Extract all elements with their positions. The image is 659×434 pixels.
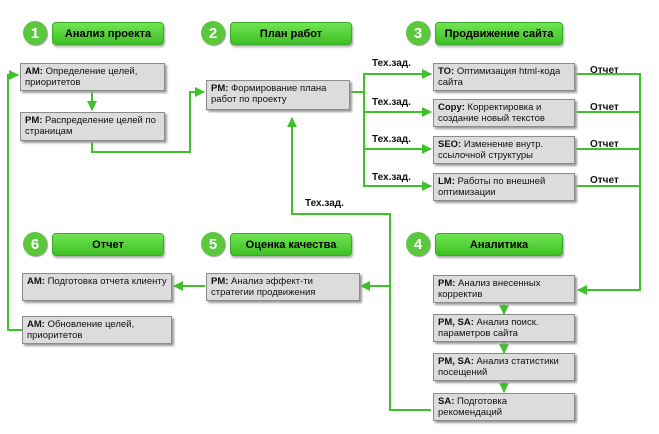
phase-5-number: 5	[201, 232, 225, 256]
task-role: Copy:	[438, 102, 465, 113]
phase-6-number: 6	[23, 232, 47, 256]
phase-2-title: План работ	[230, 22, 352, 45]
task-to-html: TO: Оптимизация html-кода сайта	[433, 63, 575, 91]
task-role: PM, SA:	[438, 317, 474, 328]
task-sa-recommend: SA: Подготовка рекомендаций	[433, 393, 575, 421]
edge-label-techzad-seo: Тех.зад.	[372, 134, 411, 145]
edge-label-report-seo: Отчет	[590, 139, 619, 150]
task-pm-sa-stats: PM, SA: Анализ статистики посещений	[433, 353, 575, 381]
edge-label-report-copy: Отчет	[590, 102, 619, 113]
phase-6-title: Отчет	[52, 233, 164, 256]
edge-label-report-lm: Отчет	[590, 175, 619, 186]
edge-label-techzad-to: Тех.зад.	[372, 58, 411, 69]
task-am-update: AM: Обновление целей, приоритетов	[22, 316, 172, 344]
task-text: Анализ внесенных корректив	[438, 278, 541, 300]
edge-label-techzad-lm: Тех.зад.	[372, 172, 411, 183]
task-role: SEO:	[438, 139, 462, 150]
task-text: Анализ эффект-ти стратегии продвижения	[211, 276, 316, 298]
arrow-plan-to-lm	[363, 149, 432, 191]
task-text: Подготовка отчета клиенту	[44, 276, 167, 287]
task-role: AM:	[25, 66, 43, 77]
task-am-goals: AM: Определение целей, приоритетов	[20, 63, 165, 91]
task-pm-distrib: PM: Распределение целей по страницам	[20, 112, 165, 141]
task-pm-effect: PM: Анализ эффект-ти стратегии продвижен…	[206, 273, 360, 301]
task-role: PM:	[211, 276, 229, 287]
phase-3-number: 3	[406, 21, 430, 45]
phase-4-number: 4	[406, 232, 430, 256]
arrow-recommend-to-plan	[287, 117, 431, 411]
task-text: Распределение целей по страницам	[25, 115, 156, 137]
task-pm-analysis: PM: Анализ внесенных корректив	[433, 275, 575, 303]
task-pm-plan: PM: Формирование плана работ по проекту	[206, 80, 350, 110]
arrow-plan-to-to	[350, 69, 432, 93]
task-text: Обновление целей, приоритетов	[27, 319, 135, 341]
task-role: AM:	[27, 319, 45, 330]
task-text: Определение целей, приоритетов	[25, 66, 138, 88]
phase-1-title: Анализ проекта	[52, 22, 164, 45]
task-text: Изменение внутр. ссылочной структуры	[438, 139, 544, 161]
phase-4-title: Аналитика	[435, 233, 563, 256]
task-role: PM, SA:	[438, 356, 474, 367]
task-role: TO:	[438, 66, 455, 77]
arrow-report-to-analytics	[575, 73, 641, 295]
edge-label-techzad-copy: Тех.зад.	[372, 97, 411, 108]
task-role: SA:	[438, 396, 455, 407]
phase-1-number: 1	[23, 21, 47, 45]
task-text: Оптимизация html-кода сайта	[438, 66, 561, 88]
edge-label-report-to: Отчет	[590, 65, 619, 76]
task-role: LM:	[438, 176, 455, 187]
phase-5-title: Оценка качества	[230, 233, 352, 256]
task-text: Подготовка рекомендаций	[438, 396, 508, 418]
task-text: Анализ поиск. параметров сайта	[438, 317, 539, 339]
phase-3-title: Продвижение сайта	[435, 22, 563, 45]
task-am-report: AM: Подготовка отчета клиенту	[22, 273, 172, 301]
task-seo-links: SEO: Изменение внутр. ссылочной структур…	[433, 136, 575, 164]
task-role: PM:	[438, 278, 456, 289]
task-lm-external: LM: Работы по внешней оптимизации	[433, 173, 575, 201]
task-text: Работы по внешней оптимизации	[438, 176, 546, 198]
task-text: Анализ статистики посещений	[438, 356, 559, 378]
phase-2-number: 2	[201, 21, 225, 45]
task-pm-sa-search: PM, SA: Анализ поиск. параметров сайта	[433, 314, 575, 342]
edge-label-techzad-back: Тех.зад.	[305, 198, 344, 209]
task-copy-texts: Copy: Корректировка и создание новый тек…	[433, 99, 575, 127]
task-role: AM:	[27, 276, 45, 287]
arrow-update-to-goals	[7, 70, 22, 331]
arrow-distrib-to-plan	[91, 87, 205, 153]
task-role: PM:	[25, 115, 43, 126]
task-text: Корректировка и создание новый текстов	[438, 102, 545, 124]
task-role: PM:	[211, 83, 229, 94]
task-text: Формирование плана работ по проекту	[211, 83, 327, 105]
